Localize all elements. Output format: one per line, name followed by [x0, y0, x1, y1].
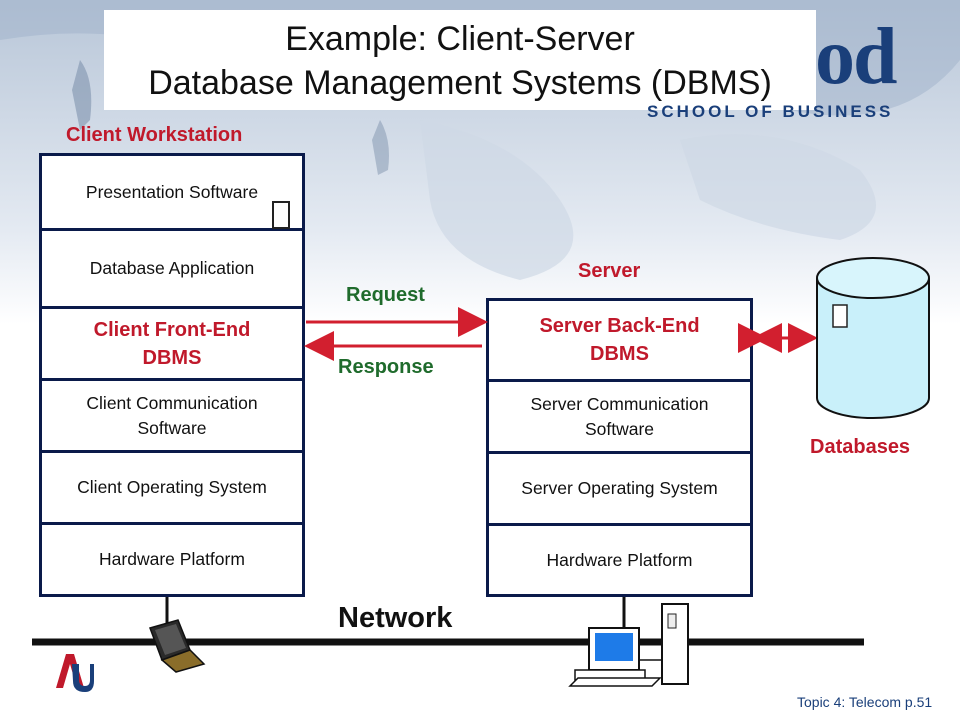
- request-label: Request: [346, 284, 425, 306]
- client-layer-database-application: Database Application: [42, 228, 302, 306]
- page-title-line2: Database Management Systems (DBMS): [148, 64, 772, 102]
- footer-page-reference: Topic 4: Telecom p.51: [797, 694, 933, 710]
- server-layer-back-end-dbms: Server Back-End DBMS: [539, 315, 700, 365]
- client-layer-front-end-dbms: Client Front-End DBMS: [42, 306, 302, 378]
- response-label: Response: [338, 356, 434, 378]
- client-layer-communication: Client Communication Software: [42, 378, 302, 450]
- databases-label: Databases: [810, 436, 911, 458]
- network-label: Network: [338, 602, 453, 634]
- server-heading: Server: [578, 260, 641, 282]
- server-layer-operating-system: Server Operating System: [489, 451, 750, 523]
- brand-tagline: SCHOOL OF BUSINESS: [647, 102, 894, 121]
- page-title-line1: Example: Client-Server: [285, 20, 635, 58]
- au-logo-icon: [52, 650, 94, 692]
- server-stack: Server Back-End DBMS Server Communicatio…: [486, 298, 753, 597]
- client-layer-presentation: Presentation Software: [85, 181, 259, 202]
- client-layer-hardware: Hardware Platform: [42, 522, 302, 594]
- title-box: [104, 10, 816, 110]
- window-icon: [272, 201, 290, 229]
- client-stack: Presentation Software Database Applicati…: [39, 153, 305, 597]
- server-layer-hardware: Hardware Platform: [489, 523, 750, 594]
- server-layer-communication: Server Communication Software: [489, 379, 750, 451]
- client-workstation-heading: Client Workstation: [66, 124, 243, 146]
- brand-logo-text: od: [815, 13, 897, 101]
- client-layer-operating-system: Client Operating System: [42, 450, 302, 522]
